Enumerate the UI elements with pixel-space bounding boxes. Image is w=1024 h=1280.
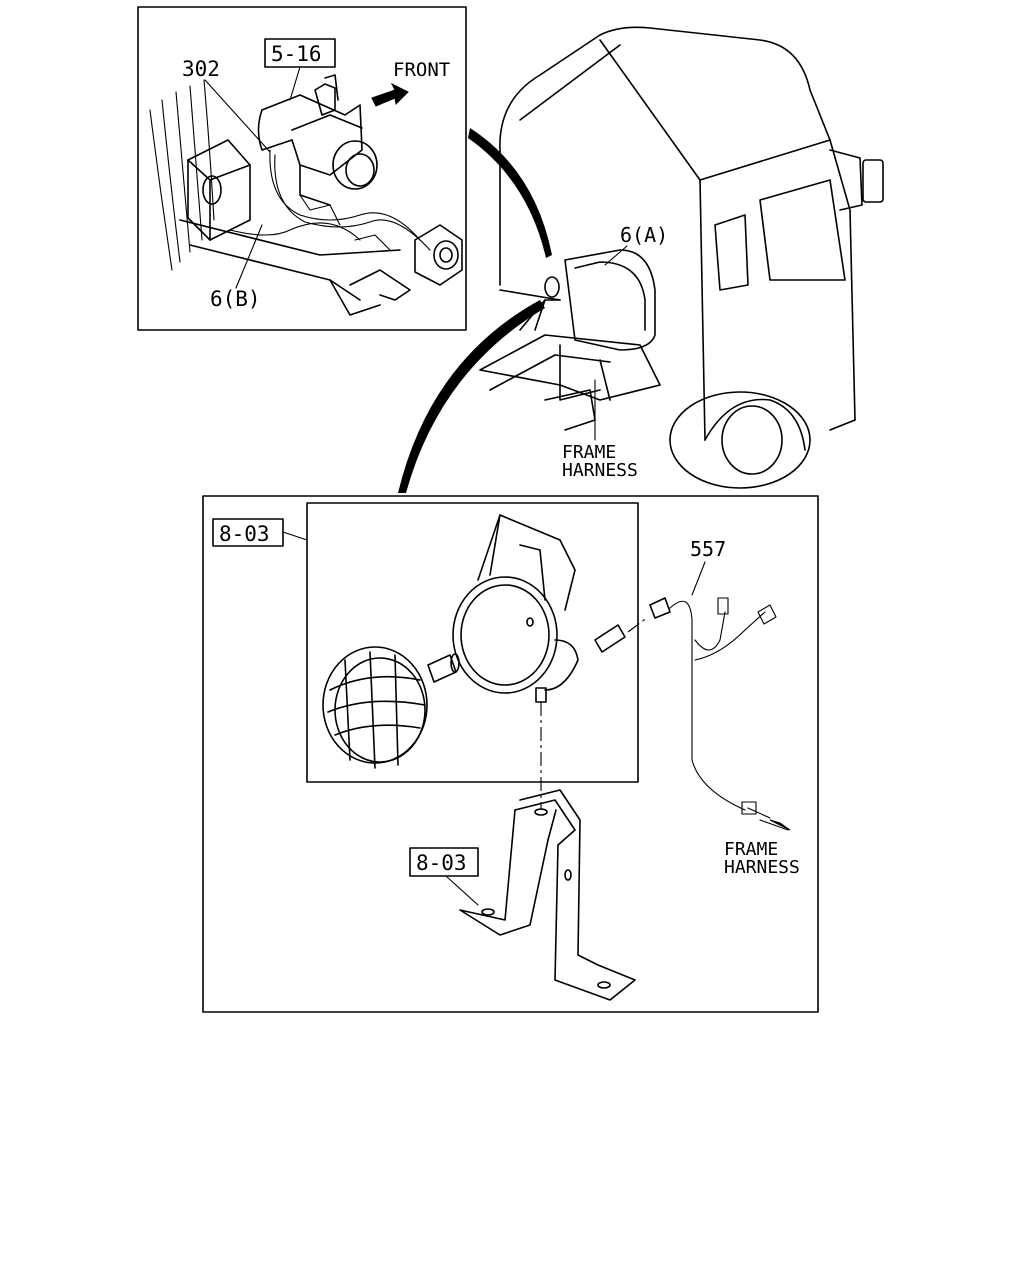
- frame-harness-2-line2: HARNESS: [724, 857, 800, 878]
- leader-6b: [235, 224, 263, 289]
- ref-5-16-label: 5-16: [271, 42, 322, 66]
- harness-arrow-icon: [769, 819, 791, 831]
- frame-harness-1-line1: FRAME: [562, 442, 616, 463]
- inset-wiring: [229, 149, 431, 251]
- ref-6b-label: 6(B): [210, 287, 261, 311]
- lamp-bulb: [427, 653, 460, 683]
- ref-6a-label: 6(A): [620, 223, 668, 247]
- mount-bracket-left: [187, 139, 251, 241]
- leader-8-03-bottom: [445, 875, 479, 906]
- frame-rail-inset: [179, 219, 411, 316]
- lamp-stand-bracket: [459, 789, 636, 1001]
- leader-557: [691, 561, 706, 596]
- truck-cab: [479, 26, 884, 489]
- inset-frame-top: [137, 6, 467, 331]
- leader-5-16: [289, 66, 301, 101]
- inset-detail-top: FRONT 5-16 302 6(B): [137, 6, 467, 331]
- ref-8-03-bottom-label: 8-03: [416, 851, 467, 875]
- leader-6a: [604, 245, 628, 266]
- inset-detail-bottom: 8-03: [202, 495, 819, 1013]
- detail-pointer-bottom: [398, 300, 545, 493]
- pump-assembly: [257, 74, 378, 206]
- frame-harness-2-line1: FRAME: [724, 839, 778, 860]
- lamp-connector: [594, 597, 671, 653]
- lamp-assembly-frame: [306, 502, 639, 783]
- inset-frame-bottom: [202, 495, 819, 1013]
- leader-8-03-top: [282, 531, 308, 541]
- ref-302-label: 302: [182, 57, 220, 81]
- truck-frame-rails: [479, 299, 661, 431]
- lamp-housing: [452, 514, 579, 703]
- harness-557: [669, 597, 777, 819]
- harness-arrow-line: [759, 819, 789, 831]
- frame-harness-1-line2: HARNESS: [562, 460, 638, 481]
- ref-557-label: 557: [690, 537, 726, 561]
- lamp-lens-guard: [322, 646, 428, 769]
- front-label: FRONT: [393, 59, 450, 81]
- front-arrow-icon: [371, 82, 409, 107]
- relay-connector: [414, 224, 463, 286]
- ref-box-8-03-bottom: [409, 847, 479, 877]
- detail-pointer-top: [468, 128, 552, 258]
- leader-302: [204, 79, 271, 153]
- truck-work-lamp: [544, 249, 656, 351]
- ref-8-03-top-label: 8-03: [219, 522, 270, 546]
- alignment-lines: [540, 616, 649, 810]
